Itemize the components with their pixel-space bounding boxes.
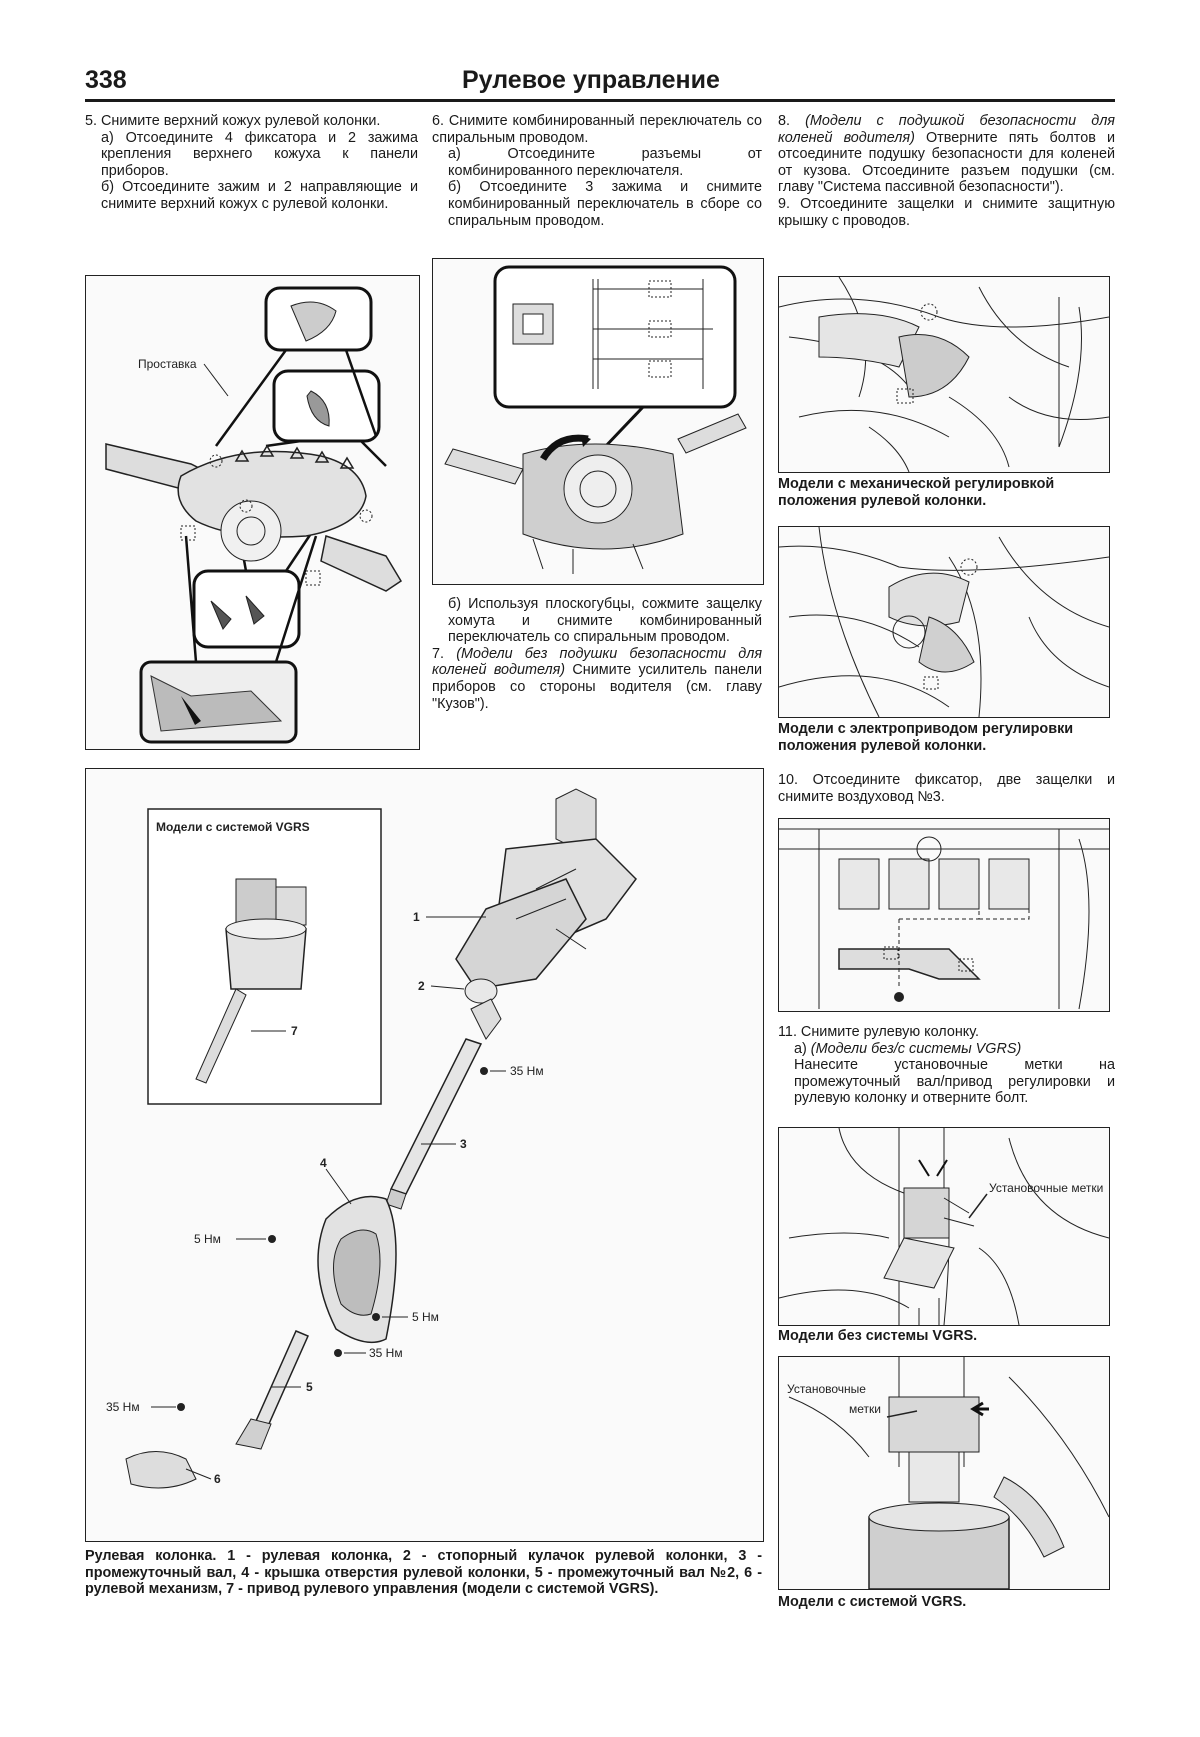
combination-switch-drawing bbox=[444, 265, 747, 574]
marks-label-1: Установочные метки bbox=[989, 1181, 1103, 1195]
figure-no-vgrs-marks: Установочные метки bbox=[778, 1127, 1110, 1326]
step8-rest: Отверните пять болтов и отсоедините поду… bbox=[778, 129, 1115, 196]
no-vgrs-marks-drawing: Установочные метки bbox=[779, 1128, 1109, 1325]
step5-title: 5. Снимите верхний кожух рулевой колонки… bbox=[85, 113, 381, 129]
col1-text: 5. Снимите верхний кожух рулевой колонки… bbox=[85, 113, 418, 213]
torque-5-b: 5 Нм bbox=[412, 1310, 439, 1324]
figure-combination-switch bbox=[432, 258, 764, 585]
header-rule bbox=[85, 99, 1115, 102]
step7-num: 7. bbox=[432, 645, 445, 662]
step7: 7. (Модели без подушки безопасности для … bbox=[432, 646, 762, 712]
step7-rest: Снимите усилитель панели приборов со сто… bbox=[432, 662, 763, 712]
electric-tilt-drawing bbox=[779, 527, 1109, 717]
figure-air-duct bbox=[778, 818, 1110, 1012]
part-num-4: 4 bbox=[320, 1156, 327, 1170]
spacer-label: Проставка bbox=[138, 357, 197, 371]
step11a-italic: (Модели без/с системы VGRS) bbox=[810, 1040, 1022, 1057]
marks-label-2b: метки bbox=[849, 1402, 881, 1416]
vgrs-marks-drawing: Установочные метки bbox=[787, 1357, 1109, 1589]
part-num-3: 3 bbox=[460, 1137, 467, 1151]
caption-electric-tilt: Модели с электроприводом регулировки пол… bbox=[778, 721, 1074, 754]
step5a: а) Отсоедините 4 фиксатора и 2 зажима кр… bbox=[101, 129, 418, 179]
step11a-prefix: а) bbox=[794, 1040, 807, 1057]
col2-text-top: 6. Снимите комбинированный переключатель… bbox=[432, 113, 762, 229]
caption-steering-column: Рулевая колонка. 1 - рулевая колонка, 2 … bbox=[85, 1548, 762, 1598]
figure-electric-tilt bbox=[778, 526, 1110, 718]
step9: 9. Отсоедините защелки и снимите защитну… bbox=[778, 195, 1115, 229]
col2-text-bottom: б) Используя плоскогубцы, сожмите защелк… bbox=[432, 596, 762, 712]
step6b: б) Отсоедините 3 зажима и снимите комбин… bbox=[448, 179, 762, 229]
torque-35-c: 35 Нм bbox=[106, 1400, 140, 1414]
figure-upper-cover: Проставка bbox=[85, 275, 420, 750]
step10: 10. Отсоедините фиксатор, две защелки и … bbox=[778, 772, 1115, 805]
torque-35-b: 35 Нм bbox=[369, 1346, 403, 1360]
step6a: а) Отсоедините разъемы от комбинированно… bbox=[448, 146, 762, 179]
figure-vgrs-marks: Установочные метки bbox=[778, 1356, 1110, 1590]
part-num-6: 6 bbox=[214, 1472, 221, 1486]
upper-cover-drawing: Проставка bbox=[105, 286, 403, 744]
part-num-7: 7 bbox=[291, 1024, 298, 1038]
step11a: а) (Модели без/с системы VGRS) Нанесите … bbox=[778, 1041, 1115, 1107]
caption-no-vgrs: Модели без системы VGRS. bbox=[778, 1328, 978, 1344]
step7-italic: (Модели без подушки безопасности для кол… bbox=[432, 645, 763, 679]
torque-35-a: 35 Нм bbox=[510, 1064, 544, 1078]
figure-steering-column-exploded: Модели с системой VGRS 7 1 2 3 35 Нм bbox=[85, 768, 764, 1542]
col3-text-top: 8. (Модели с подушкой безопасности для к… bbox=[778, 113, 1115, 229]
mechanical-tilt-drawing bbox=[779, 277, 1109, 472]
step6b2: б) Используя плоскогубцы, сожмите защелк… bbox=[448, 596, 762, 646]
air-duct-drawing bbox=[779, 828, 1109, 1010]
step11-title: 11. Снимите рулевую колонку. bbox=[778, 1024, 979, 1040]
page-number: 338 bbox=[85, 66, 127, 94]
step5b: б) Отсоедините зажим и 2 направляющие и … bbox=[101, 179, 418, 212]
step11a-rest: Нанесите установочные метки на промежуто… bbox=[794, 1057, 1115, 1107]
part-num-5: 5 bbox=[306, 1380, 313, 1394]
part-num-2: 2 bbox=[418, 979, 425, 993]
figure-mechanical-tilt bbox=[778, 276, 1110, 473]
step8-num: 8. bbox=[778, 113, 791, 129]
section-title: Рулевое управление bbox=[462, 66, 720, 94]
step6-title: 6. Снимите комбинированный переключатель… bbox=[432, 113, 762, 146]
vgrs-inset-title: Модели с системой VGRS bbox=[156, 820, 310, 834]
step8-italic: (Модели с подушкой безопасности для коле… bbox=[778, 113, 1115, 146]
col3-step11: 11. Снимите рулевую колонку. а) (Модели … bbox=[778, 1024, 1115, 1107]
steering-column-drawing: Модели с системой VGRS 7 1 2 3 35 Нм bbox=[106, 788, 637, 1489]
torque-5-a: 5 Нм bbox=[194, 1232, 221, 1246]
part-num-1: 1 bbox=[413, 910, 420, 924]
marks-label-2a: Установочные bbox=[787, 1382, 866, 1396]
caption-vgrs: Модели с системой VGRS. bbox=[778, 1594, 967, 1610]
caption-mechanical-tilt: Модели с механической регулировкой полож… bbox=[778, 476, 1055, 509]
step8: 8. (Модели с подушкой безопасности для к… bbox=[778, 113, 1115, 196]
